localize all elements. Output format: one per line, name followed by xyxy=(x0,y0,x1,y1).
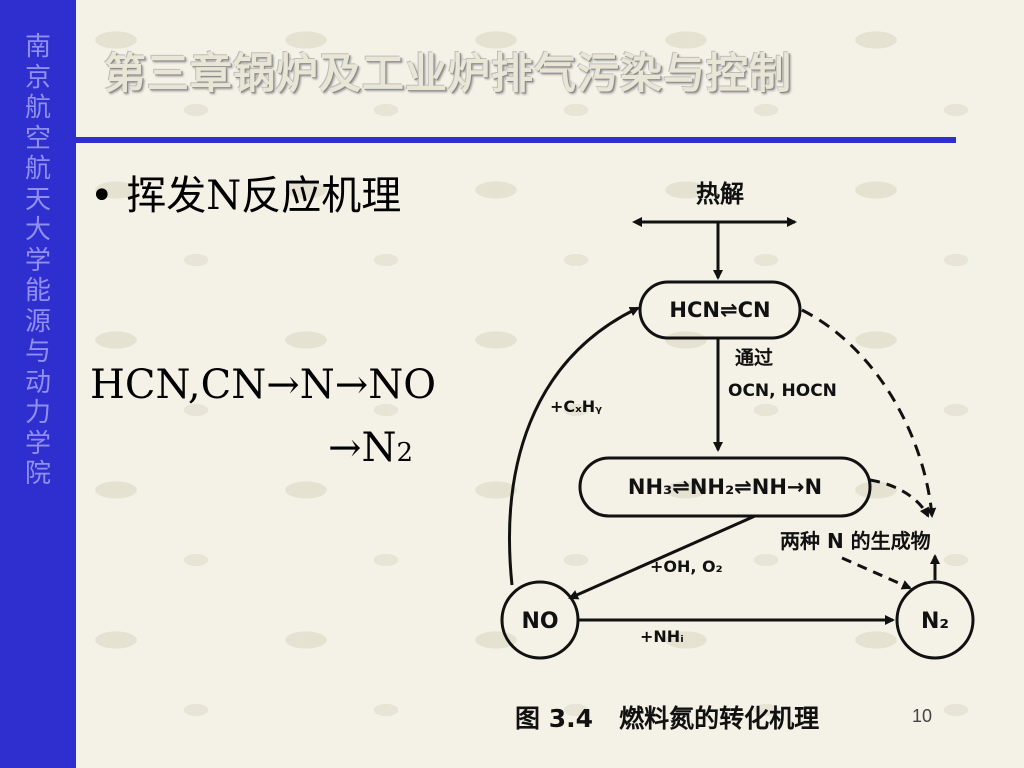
plus-nhi-label: +NHᵢ xyxy=(640,627,684,646)
reaction-equation-line2: →N2 xyxy=(328,425,413,471)
nh-species-box-label: NH₃⇌NH₂⇌NH→N xyxy=(628,475,822,499)
figure-caption: 图 3.4 燃料氮的转化机理 xyxy=(515,704,819,733)
n2-node xyxy=(895,580,975,660)
page-number: 10 xyxy=(912,706,933,726)
no-to-hcn-arrow xyxy=(508,306,640,586)
nh-species-box xyxy=(578,456,872,518)
equation-line2-prefix: →N xyxy=(328,425,397,471)
sidebar-institution-text: 南京航空航天大学能源与动力学院 xyxy=(24,32,51,489)
nh-to-n2-dashed-arrow xyxy=(869,478,930,518)
via-species-label: OCN, HOCN xyxy=(728,381,837,401)
plus-cxhy-label: +CₓHᵧ xyxy=(550,397,602,416)
equation-line2-subscript: 2 xyxy=(396,438,414,468)
title-divider xyxy=(76,137,956,143)
bullet-text: 挥发N反应机理 xyxy=(126,173,402,219)
sidebar: 南京航空航天大学能源与动力学院 xyxy=(0,0,76,768)
via-label: 通过 xyxy=(735,347,773,369)
two-n-products-label: 两种 N 的生成物 xyxy=(780,529,931,553)
reaction-equation-line1: HCN,CN→N→NO xyxy=(90,362,437,408)
n2-node-label: N₂ xyxy=(921,609,949,634)
pyrolysis-label: 热解 xyxy=(696,180,744,208)
hcn-cn-box xyxy=(638,280,802,340)
hcn-to-n2-dashed-arrow xyxy=(801,308,937,518)
bullet-marker: • xyxy=(90,173,114,219)
plus-oh-o2-label: +OH, O₂ xyxy=(650,557,723,576)
no-node-label: NO xyxy=(521,609,558,634)
slide-title: 第三章锅炉及工业炉排气污染与控制 xyxy=(104,49,793,98)
fuel-nitrogen-mechanism-diagram: 热解 HCN⇌CN 通过 OCN, HOCN NH₃⇌NH₂⇌NH→N NO N… xyxy=(500,180,975,733)
nh-to-no-arrow xyxy=(568,514,756,600)
bullet-item: • 挥发N反应机理 xyxy=(90,163,401,221)
hcn-cn-box-label: HCN⇌CN xyxy=(669,298,770,322)
products-to-n2-dashed-arrow xyxy=(841,556,912,590)
